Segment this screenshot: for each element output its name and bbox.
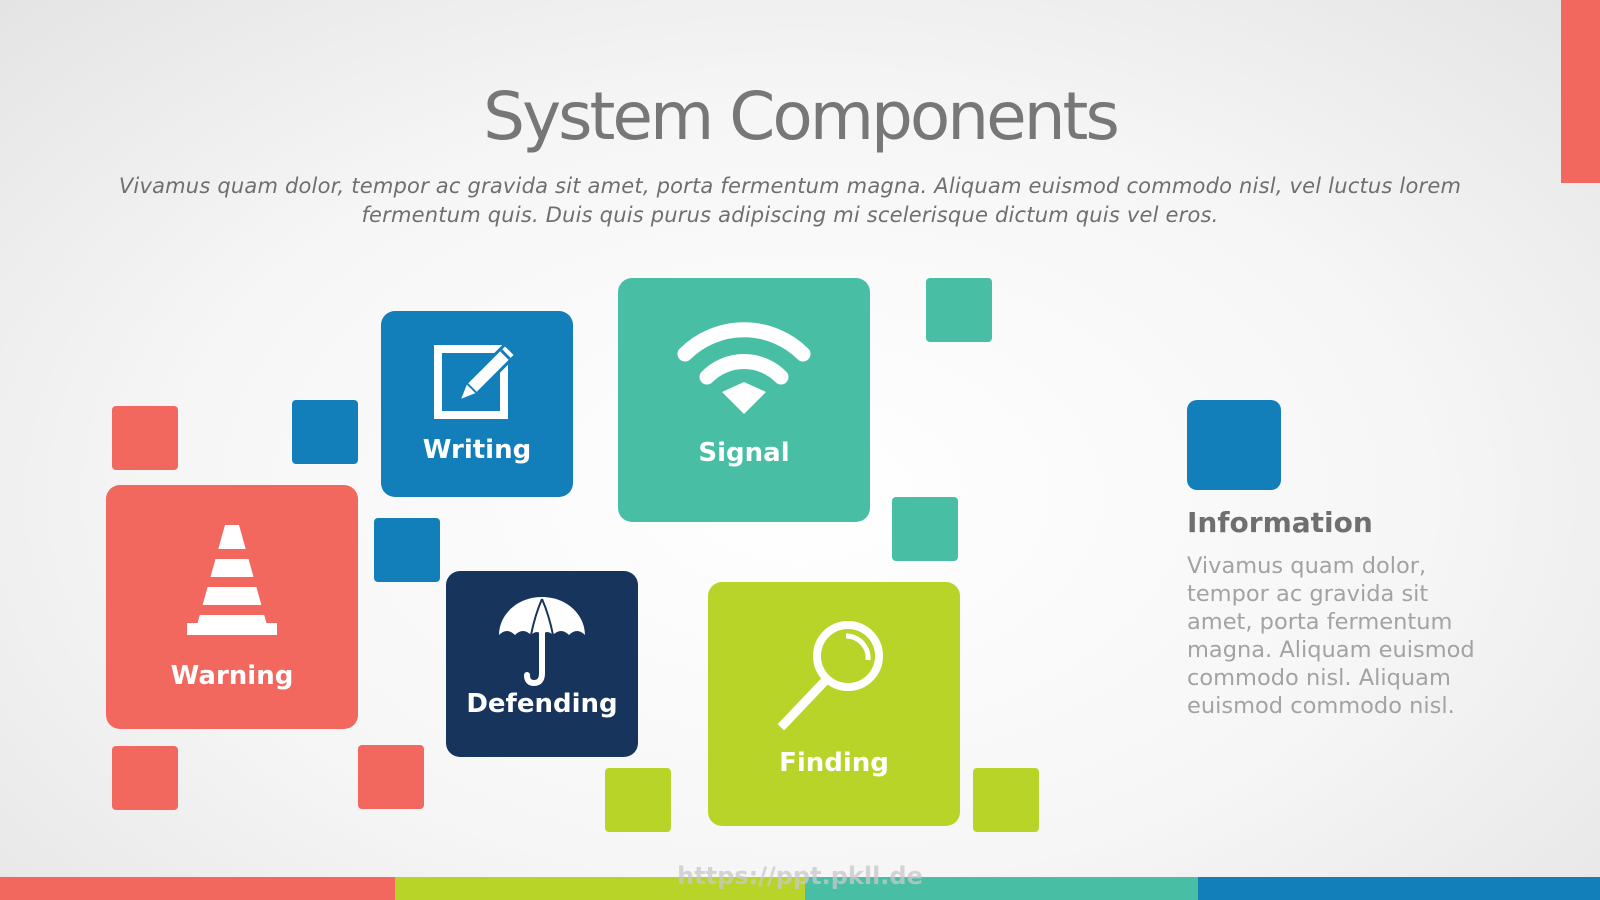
decor-square xyxy=(973,768,1039,832)
tile-finding: Finding xyxy=(708,582,960,826)
magnifier-icon xyxy=(708,620,960,730)
bottom-bar-lime xyxy=(395,877,805,900)
bottom-bar-teal xyxy=(805,877,1198,900)
bottom-bar-blue xyxy=(1198,877,1600,900)
tile-signal: Signal xyxy=(618,278,870,522)
decor-square xyxy=(112,746,178,810)
decor-square xyxy=(112,406,178,470)
decor-square xyxy=(292,400,358,464)
wifi-icon xyxy=(618,320,870,416)
tile-defending-label: Defending xyxy=(466,689,618,719)
tile-warning-label: Warning xyxy=(170,661,294,691)
info-text: Vivamus quam dolor, tempor ac gravida si… xyxy=(1187,553,1475,719)
corner-accent-bar xyxy=(1561,0,1600,183)
tile-writing: Writing xyxy=(381,311,573,497)
decor-square xyxy=(892,497,958,561)
tile-finding-label: Finding xyxy=(779,748,889,778)
umbrella-icon xyxy=(446,595,638,687)
pencil-square-icon xyxy=(381,341,573,425)
page-title: System Components xyxy=(483,78,1120,155)
bottom-bar-coral xyxy=(0,877,395,900)
tile-defending: Defending xyxy=(446,571,638,757)
tile-writing-label: Writing xyxy=(422,435,532,465)
tile-signal-label: Signal xyxy=(698,438,790,468)
traffic-cone-icon xyxy=(106,525,358,635)
info-square xyxy=(1187,400,1281,490)
info-heading: Information xyxy=(1187,506,1373,539)
watermark: https://ppt.pkll.de xyxy=(677,862,923,890)
decor-square xyxy=(605,768,671,832)
decor-square xyxy=(926,278,992,342)
decor-square xyxy=(358,745,424,809)
page-subtitle: Vivamus quam dolor, tempor ac gravida si… xyxy=(118,174,1462,227)
decor-square xyxy=(374,518,440,582)
tile-warning: Warning xyxy=(106,485,358,729)
